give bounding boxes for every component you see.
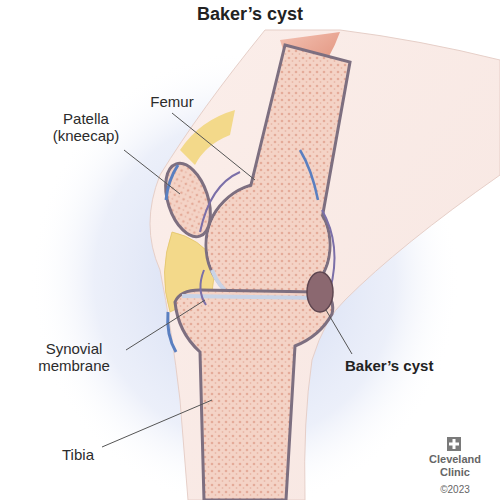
bakers-cyst	[307, 272, 333, 312]
ligament	[166, 165, 178, 200]
synovial-membrane	[200, 172, 240, 232]
part-label: Femur	[140, 93, 204, 110]
part-label: Tibia	[55, 446, 101, 463]
leader-line	[126, 300, 205, 350]
leg-silhouette	[150, 30, 500, 500]
part-label: Baker’s cyst	[345, 357, 465, 374]
leader-line	[102, 400, 212, 447]
tibia-bone	[175, 290, 333, 500]
copyright-note: ©2023	[428, 484, 482, 496]
logo-mark	[447, 437, 461, 451]
patella-bone	[157, 158, 219, 243]
leader-line	[326, 310, 352, 354]
cartilage	[182, 296, 325, 298]
part-label: Synovial membrane	[22, 340, 126, 375]
leader-line	[124, 150, 180, 194]
title: Baker’s cyst	[0, 4, 500, 25]
logo-text: Cleveland Clinic	[424, 453, 486, 478]
ligament	[300, 150, 318, 200]
leader-line	[172, 113, 255, 180]
part-label: Patella (kneecap)	[40, 110, 132, 145]
synovial-membrane	[200, 270, 206, 305]
ligament	[168, 312, 176, 352]
